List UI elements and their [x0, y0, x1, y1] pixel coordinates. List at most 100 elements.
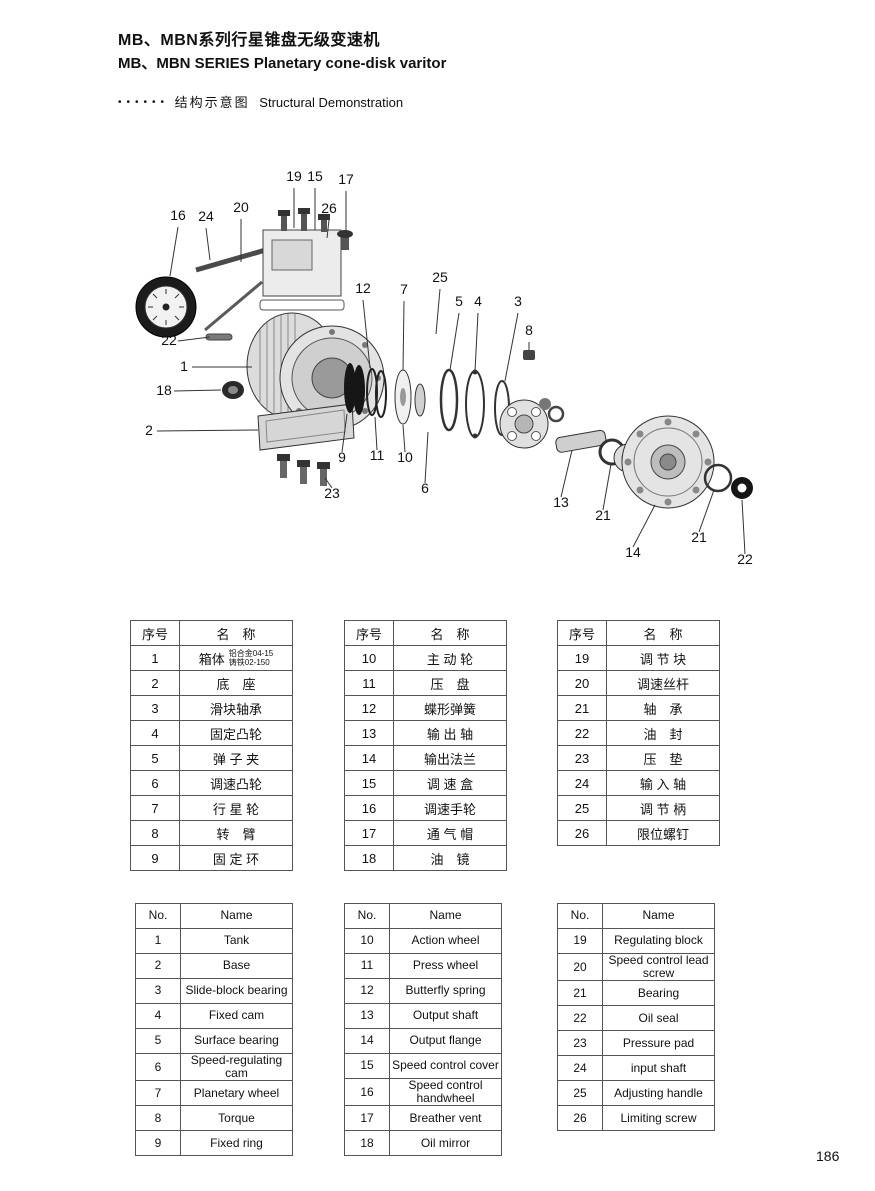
column-header-name: 名 称	[393, 620, 507, 646]
row-name: Butterfly spring	[389, 978, 502, 1004]
row-name: 输 入 轴	[606, 770, 720, 796]
row-name: Tank	[180, 928, 293, 954]
disc-stack	[344, 363, 426, 425]
callout-leader-line	[504, 312, 519, 382]
row-number: 24	[557, 770, 607, 796]
row-name: Output shaft	[389, 1003, 502, 1029]
callout-leader-line	[632, 504, 656, 548]
row-name: 压 垫	[606, 745, 720, 771]
callout-number: 23	[324, 485, 340, 501]
row-number: 23	[557, 1030, 603, 1057]
callout-leader-line	[560, 449, 573, 498]
row-number: 18	[344, 1130, 390, 1157]
callout-leader-line	[326, 219, 330, 239]
row-number: 5	[135, 1028, 181, 1054]
row-name: Output flange	[389, 1028, 502, 1054]
column-header-no: No.	[344, 903, 390, 929]
row-name: Torque	[180, 1105, 293, 1132]
row-number: 19	[557, 928, 603, 954]
row-name: 通 气 帽	[393, 820, 507, 846]
row-number: 13	[344, 720, 394, 746]
row-name-text: 箱体	[198, 651, 225, 667]
callout-number: 12	[355, 280, 371, 296]
row-number: 17	[344, 820, 394, 846]
table-header-row: No. Name	[557, 903, 715, 929]
row-name: Fixed ring	[180, 1130, 293, 1157]
row-number: 19	[557, 645, 607, 671]
callout-leader-line	[474, 312, 479, 372]
callout-number: 8	[525, 322, 533, 338]
row-number: 7	[135, 1080, 181, 1107]
row-name: 轴 承	[606, 695, 720, 721]
row-number: 24	[557, 1055, 603, 1082]
base-part	[257, 403, 355, 486]
table-header-row: No. Name	[344, 903, 502, 929]
row-name: 调速手轮	[393, 795, 507, 821]
row-number: 2	[130, 670, 180, 696]
row-name: 压 盘	[393, 670, 507, 696]
callout-number: 20	[233, 199, 249, 215]
speed-control-box	[259, 208, 353, 311]
row-number: 25	[557, 795, 607, 821]
row-name: Oil mirror	[389, 1130, 502, 1157]
row-name: 调速凸轮	[179, 770, 293, 796]
row-name: Press wheel	[389, 953, 502, 979]
subtitle-dots: ••••••	[118, 97, 170, 108]
callout-number: 19	[286, 168, 302, 184]
row-name: Limiting screw	[602, 1105, 715, 1132]
row-number: 17	[344, 1105, 390, 1132]
row-number: 3	[130, 695, 180, 721]
row-name: Fixed cam	[180, 1003, 293, 1029]
row-name: Oil seal	[602, 1005, 715, 1032]
callout-number: 11	[370, 447, 385, 463]
column-header-no: 序号	[344, 620, 394, 646]
row-number: 12	[344, 978, 390, 1004]
row-number: 5	[130, 745, 180, 771]
callout-leader-line	[173, 389, 222, 392]
row-number: 26	[557, 820, 607, 846]
row-number: 6	[130, 770, 180, 796]
table-header-row: 序号 名 称	[557, 620, 720, 646]
callout-number: 21	[691, 529, 707, 545]
row-name: 调 节 块	[606, 645, 720, 671]
callout-leader-line	[402, 300, 405, 371]
callout-number: 10	[397, 449, 413, 465]
callout-leader-line	[449, 312, 460, 371]
row-name: 固 定 环	[179, 845, 293, 871]
callout-leader-line	[741, 499, 746, 555]
row-number: 10	[344, 928, 390, 954]
column-header-name: Name	[602, 903, 715, 929]
row-name: Surface bearing	[180, 1028, 293, 1054]
callout-number: 25	[432, 269, 448, 285]
row-number: 4	[135, 1003, 181, 1029]
row-number: 20	[557, 952, 603, 982]
callout-number: 2	[145, 422, 153, 438]
column-header-name: 名 称	[606, 620, 720, 646]
row-name: Speed-regulating cam	[180, 1052, 293, 1082]
row-name: input shaft	[602, 1055, 715, 1082]
